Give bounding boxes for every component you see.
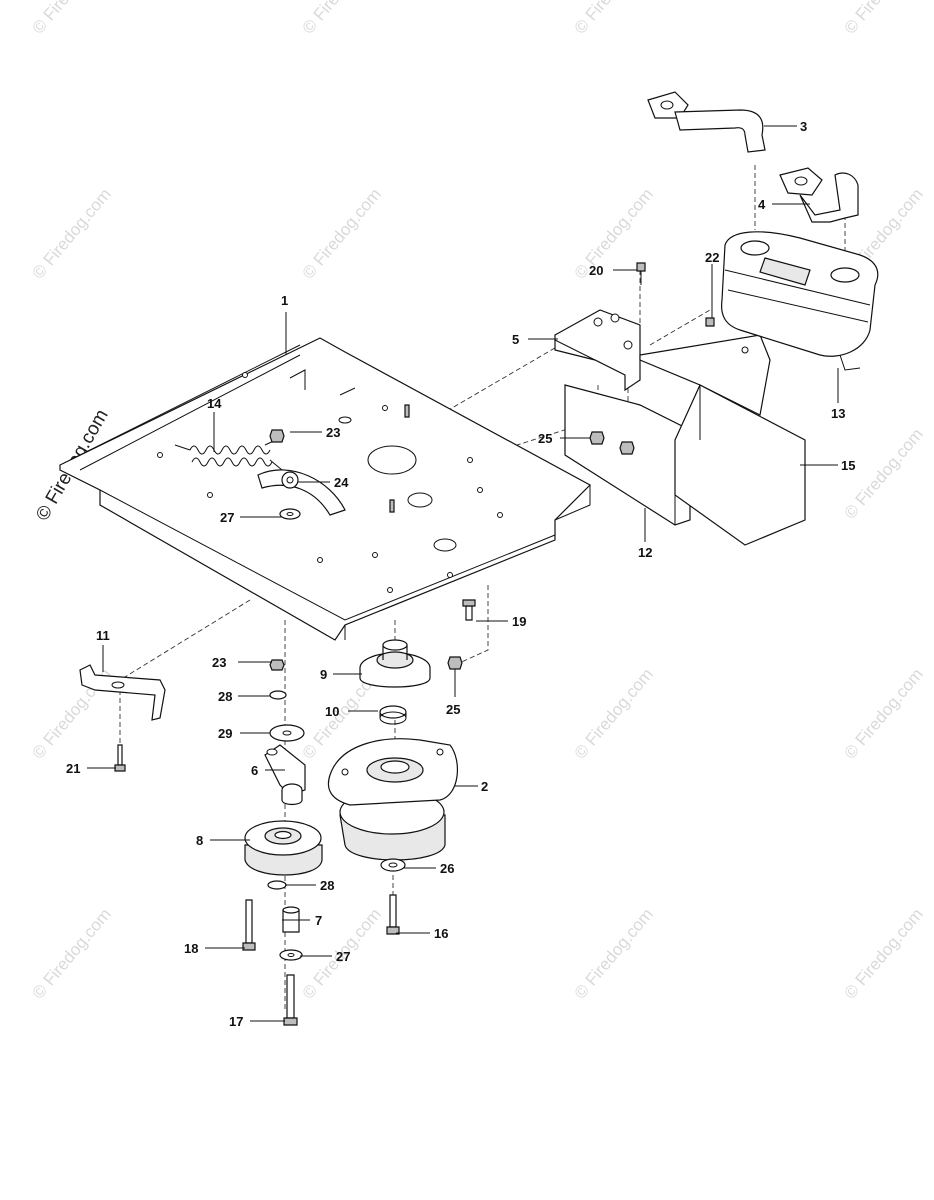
callout-27-upper: 27 [220,510,234,525]
deck-hardware [269,429,301,520]
washer-26 [380,858,406,872]
heat-shield-15 [639,334,806,546]
callout-24: 24 [334,475,349,490]
callout-23-upper: 23 [326,425,340,440]
watermark-text: © Firedog.com [29,905,115,1003]
callout-2: 2 [481,779,488,794]
callout-11: 11 [96,628,110,643]
callout-17: 17 [229,1014,243,1029]
watermark-text: © Firedog.com [841,905,927,1003]
watermark-text: © Firedog.com [299,185,385,283]
callout-25-upper: 25 [538,431,552,446]
callout-10: 10 [325,704,339,719]
callout-8: 8 [196,833,203,848]
callout-26: 26 [440,861,454,876]
watermark-text: © Firedog.com [29,0,115,38]
clutch-2 [327,738,458,861]
watermark-text: © Firedog.com [299,0,385,38]
lower-hardware [242,880,303,1026]
callout-21: 21 [66,761,80,776]
watermark-text: © Firedog.com [571,905,657,1003]
callout-4: 4 [758,197,766,212]
exhaust-pipe-3 [647,91,766,153]
watermark-text: © Firedog.com [841,0,927,38]
callout-3: 3 [800,119,807,134]
callout-27-lower: 27 [336,949,350,964]
callout-1: 1 [281,293,288,308]
callout-23-lower: 23 [212,655,226,670]
spring [174,444,283,471]
hardware-19-25 [447,599,476,670]
muffler-bracket [554,309,641,392]
callout-28-upper: 28 [218,689,232,704]
watermark-text: © Firedog.com [29,185,115,283]
callout-16: 16 [434,926,448,941]
callout-labels: 1 2 3 4 5 6 7 8 9 10 11 12 13 14 15 16 1… [66,119,855,1029]
spacer-10 [379,705,407,725]
leader-lines [87,125,839,1022]
pulley-9 [359,639,431,688]
idler-pulley-8 [244,820,323,876]
callout-29: 29 [218,726,232,741]
callout-14: 14 [207,396,222,411]
callout-25-lower: 25 [446,702,460,717]
callout-6: 6 [251,763,258,778]
callout-13: 13 [831,406,845,421]
callout-15: 15 [841,458,855,473]
muffler [720,231,879,371]
deck-plate [59,337,591,641]
exhaust-pipe-4 [779,167,859,223]
callout-18: 18 [184,941,198,956]
callout-28-lower: 28 [320,878,334,893]
watermark-text: © Firedog.com [571,0,657,38]
bolt-16 [386,894,400,935]
watermark-text: © Firedog.com [571,665,657,763]
watermark-text: © Firedog.com [841,665,927,763]
callout-20: 20 [589,263,603,278]
heat-shield-12 [564,384,691,526]
callout-19: 19 [512,614,526,629]
callout-12: 12 [638,545,652,560]
callout-22: 22 [705,250,719,265]
callout-9: 9 [320,667,327,682]
bracket-11 [79,664,166,772]
watermark-text: © Firedog.com [841,425,927,523]
callout-7: 7 [315,913,322,928]
idler-stack [264,659,306,806]
callout-5: 5 [512,332,519,347]
